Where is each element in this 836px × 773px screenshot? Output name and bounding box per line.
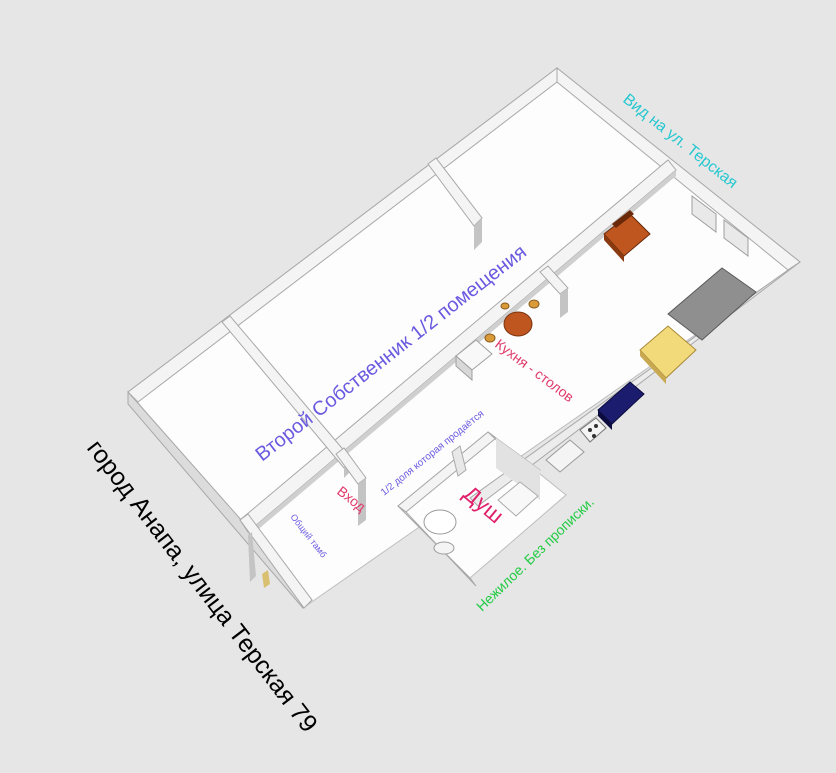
desk bbox=[603, 210, 651, 262]
sink-counter bbox=[545, 439, 585, 473]
bathroom-wall-inner-face bbox=[496, 438, 540, 500]
furniture bbox=[262, 210, 757, 588]
partition-cross-2-face bbox=[474, 218, 482, 250]
windows bbox=[691, 195, 749, 257]
bed-mattress bbox=[667, 267, 757, 341]
bathroom-walls bbox=[397, 431, 541, 587]
sofa bbox=[597, 381, 645, 430]
stove bbox=[579, 417, 607, 443]
partition-kitchen-face bbox=[560, 288, 568, 318]
toilet bbox=[423, 509, 457, 555]
partition-entrance-face bbox=[358, 478, 366, 526]
doors bbox=[262, 445, 467, 588]
partition-vestibule-face bbox=[248, 532, 256, 582]
kitchen-cabinet bbox=[455, 339, 493, 382]
partition-vestibule bbox=[239, 513, 313, 609]
bed bbox=[639, 267, 757, 384]
window-1 bbox=[691, 195, 717, 233]
cross-partitions bbox=[221, 157, 569, 609]
shower-tray bbox=[497, 481, 539, 517]
round-table bbox=[484, 299, 540, 343]
window-2 bbox=[723, 219, 749, 257]
